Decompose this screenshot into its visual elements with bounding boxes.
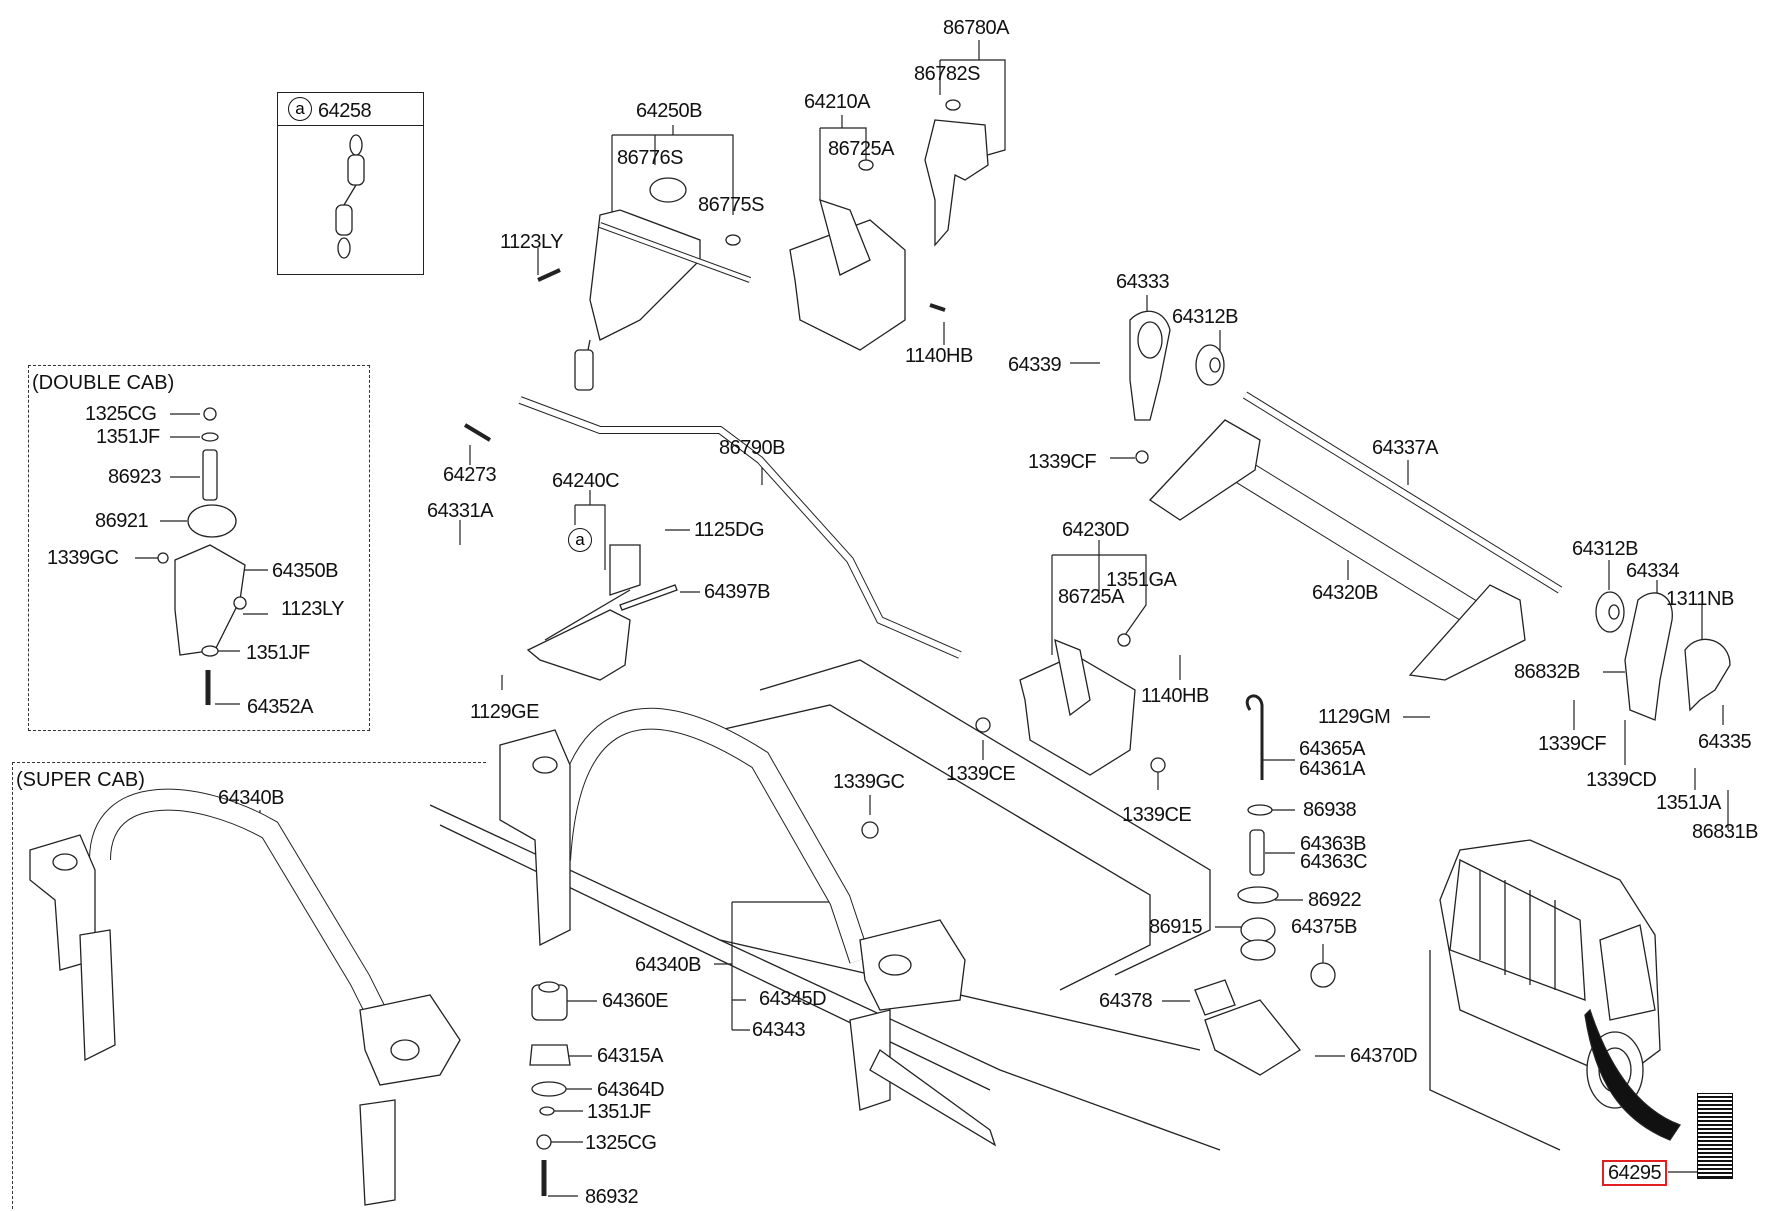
part-label-86938[interactable]: 86938 [1303, 799, 1357, 821]
part-label-86782S[interactable]: 86782S [914, 63, 980, 85]
part-label-64315A[interactable]: 64315A [597, 1045, 663, 1067]
part-label-1123LY[interactable]: 1123LY [500, 231, 564, 253]
part-label-64397B[interactable]: 64397B [704, 581, 770, 603]
part-label-1339CE-2[interactable]: 1339CE [1122, 804, 1192, 826]
double-cab-title: (DOUBLE CAB) [32, 372, 175, 394]
part-label-64337A[interactable]: 64337A [1372, 437, 1438, 459]
part-label-64331A[interactable]: 64331A [427, 500, 493, 522]
part-label-86922[interactable]: 86922 [1308, 889, 1362, 911]
part-label-64375B[interactable]: 64375B [1291, 916, 1357, 938]
part-label-64364D[interactable]: 64364D [597, 1079, 665, 1101]
part-label-1339CD[interactable]: 1339CD [1586, 769, 1657, 791]
part-label-86932[interactable]: 86932 [585, 1186, 639, 1208]
part-label-64312B[interactable]: 64312B [1172, 306, 1238, 328]
part-label-64334[interactable]: 64334 [1626, 560, 1680, 582]
part-label-1339GC[interactable]: 1339GC [833, 771, 905, 793]
part-label-1129GE[interactable]: 1129GE [470, 701, 539, 723]
part-label-1311NB[interactable]: 1311NB [1666, 588, 1734, 610]
part-label-86831B[interactable]: 86831B [1692, 821, 1758, 843]
part-label-64258[interactable]: 64258 [318, 100, 372, 122]
inset-detail-box: a 64258 [277, 92, 424, 275]
part-label-64240C[interactable]: 64240C [552, 470, 620, 492]
part-label-64335[interactable]: 64335 [1698, 731, 1752, 753]
part-label-86921[interactable]: 86921 [95, 510, 149, 532]
callout-marker-a-2: a [568, 528, 592, 552]
part-label-64273[interactable]: 64273 [443, 464, 497, 486]
super-cab-parts [29, 788, 461, 1206]
part-label-1129GM[interactable]: 1129GM [1318, 706, 1391, 728]
part-label-64365A[interactable]: 64365A [1299, 738, 1365, 760]
part-label-64360E[interactable]: 64360E [602, 990, 668, 1012]
part-label-64350B[interactable]: 64350B [272, 560, 338, 582]
part-label-1123LY-dc[interactable]: 1123LY [281, 598, 345, 620]
part-label-1351GA[interactable]: 1351GA [1106, 569, 1177, 591]
part-label-64340B[interactable]: 64340B [635, 954, 701, 976]
part-label-1325CG[interactable]: 1325CG [585, 1132, 657, 1154]
part-shapes [335, 99, 1731, 1196]
double-cab-parts [157, 407, 247, 705]
part-label-64343[interactable]: 64343 [752, 1019, 806, 1041]
part-label-64361A[interactable]: 64361A [1299, 758, 1365, 780]
part-label-86915[interactable]: 86915 [1149, 916, 1203, 938]
truck-illustration [1429, 839, 1681, 1151]
part-label-64250B[interactable]: 64250B [636, 100, 702, 122]
double-cab-section [28, 365, 370, 731]
super-cab-section [12, 762, 486, 1209]
caution-decal [1697, 1093, 1733, 1179]
part-label-64312B-2[interactable]: 64312B [1572, 538, 1638, 560]
callout-marker-a: a [288, 97, 312, 121]
part-label-1140HB-2[interactable]: 1140HB [1141, 685, 1209, 707]
part-label-86775S[interactable]: 86775S [698, 194, 764, 216]
part-label-64345D[interactable]: 64345D [759, 988, 827, 1010]
part-label-1351JF-dc2[interactable]: 1351JF [246, 642, 310, 664]
part-label-86776S[interactable]: 86776S [617, 147, 683, 169]
part-label-86790B[interactable]: 86790B [719, 437, 785, 459]
inset-header: a 64258 [278, 93, 423, 126]
part-label-64363C[interactable]: 64363C [1300, 851, 1368, 873]
part-label-1351JA[interactable]: 1351JA [1656, 792, 1721, 814]
part-label-86780A[interactable]: 86780A [943, 17, 1009, 39]
part-label-86725A-2[interactable]: 86725A [1058, 586, 1124, 608]
part-label-64352A[interactable]: 64352A [247, 696, 313, 718]
part-label-86923[interactable]: 86923 [108, 466, 162, 488]
part-label-64363B[interactable]: 64363B [1300, 833, 1366, 855]
part-label-1351JF-dc[interactable]: 1351JF [96, 426, 160, 448]
part-label-64295-highlighted[interactable]: 64295 [1601, 1160, 1668, 1186]
super-cab-title: (SUPER CAB) [16, 769, 145, 791]
part-label-64230D[interactable]: 64230D [1062, 519, 1130, 541]
part-label-1125DG[interactable]: 1125DG [694, 519, 765, 541]
part-label-64320B[interactable]: 64320B [1312, 582, 1378, 604]
part-label-1339CE[interactable]: 1339CE [946, 763, 1016, 785]
part-label-64339[interactable]: 64339 [1008, 354, 1062, 376]
part-label-1339CF-2[interactable]: 1339CF [1538, 733, 1607, 755]
part-label-64370D[interactable]: 64370D [1350, 1045, 1418, 1067]
part-label-86832B[interactable]: 86832B [1514, 661, 1580, 683]
part-label-1339CF[interactable]: 1339CF [1028, 451, 1097, 473]
part-label-1351JF[interactable]: 1351JF [587, 1101, 651, 1123]
part-label-86725A[interactable]: 86725A [828, 138, 894, 160]
part-label-64210A[interactable]: 64210A [804, 91, 870, 113]
part-label-1339GC-dc[interactable]: 1339GC [47, 547, 119, 569]
part-label-64378[interactable]: 64378 [1099, 990, 1153, 1012]
part-label-64333[interactable]: 64333 [1116, 271, 1170, 293]
part-label-1325CG-dc[interactable]: 1325CG [85, 403, 157, 425]
part-label-1140HB[interactable]: 1140HB [905, 345, 973, 367]
part-label-64340B-sc[interactable]: 64340B [218, 787, 284, 809]
